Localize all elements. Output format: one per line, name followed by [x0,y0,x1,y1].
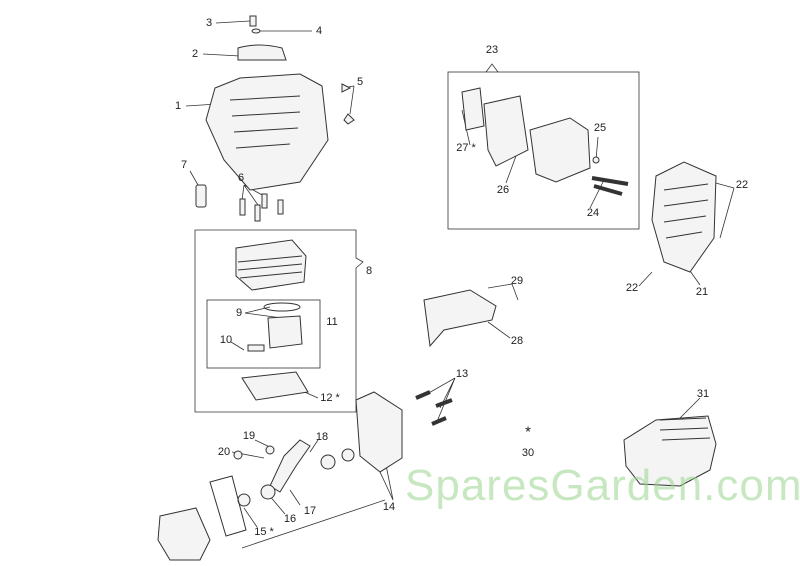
callout-label: 2 [191,48,199,60]
callout-label: 17 [303,505,317,517]
callout-label: 14 [382,501,396,513]
part-gasket-27 [461,87,485,131]
callout-label: 8 [365,265,373,277]
callout-label: 20 [217,446,231,458]
part-screws-13 [415,390,453,426]
part-top-cover-1 [205,73,329,191]
part-muffler [529,117,591,183]
part-bearing-19 [265,445,275,455]
callout-label: 10 [219,334,233,346]
part-cap-2 [237,44,287,61]
part-bearing-16 [260,484,276,500]
callout-label: 28 [510,335,524,347]
part-bolt-6b [254,204,261,222]
part-bolt-6d [277,199,284,215]
part-crankcase-14 [355,391,403,473]
callout-label: 4 [315,25,323,37]
callout-label: 1 [174,100,182,112]
callout-label: 19 [242,430,256,442]
piston-group-box [206,299,321,369]
callout-label: 23 [485,44,499,56]
part-nut-5 [341,83,355,125]
callout-label: 21 [695,286,709,298]
part-bolt-6c [239,198,246,216]
part-piston-11 [267,315,303,349]
callout-label: 29 [510,275,524,287]
callout-label: 26 [496,184,510,196]
part-crankshaft-17 [269,439,311,493]
cylinder-group-box [194,229,364,413]
part-cylinder [235,239,307,291]
callout-label: 16 [283,513,297,525]
callout-label: 18 [315,431,329,443]
callout-label: 22 [625,282,639,294]
part-bracket-26 [483,95,529,167]
callout-label: 11 [326,316,338,328]
watermark: SparesGarden.com [405,461,800,510]
part-gasket [209,475,247,537]
part-washer-4 [251,28,261,34]
part-bolt-6a [261,193,268,209]
callout-label: 30 [521,447,535,459]
part-shield-28 [423,289,497,348]
callout-label: 15 * [254,526,274,538]
callout-label: 9 [235,307,243,319]
callout-label: 22 [735,179,749,191]
part-washer-20 [233,450,243,460]
part-bolts-24 [591,176,629,196]
callout-label: 3 [205,17,213,29]
part-gasket-12 [241,371,309,401]
part-pin-10 [247,344,265,352]
callout-label: * [525,423,531,441]
callout-label: 13 [455,368,469,380]
part-bearing-b [341,448,355,462]
callout-label: 24 [586,207,600,219]
part-screw-3 [249,15,257,27]
callout-label: 31 [696,388,710,400]
muffler-group-box [447,71,640,230]
callout-label: 12 * [320,392,340,404]
callout-label: 25 [593,122,607,134]
part-spark-plug-7 [195,184,207,208]
part-piston-ring-9 [263,302,301,312]
part-crankcase-half [157,507,211,561]
part-engine-31 [623,415,717,487]
callout-label: 5 [356,76,364,88]
part-bearing-a [320,454,336,470]
part-washer-25 [592,156,600,164]
callout-label: 7 [180,159,188,171]
part-cover-21 [651,161,717,273]
callout-label: 6 [237,172,245,184]
callout-label: 27 * [456,142,476,154]
